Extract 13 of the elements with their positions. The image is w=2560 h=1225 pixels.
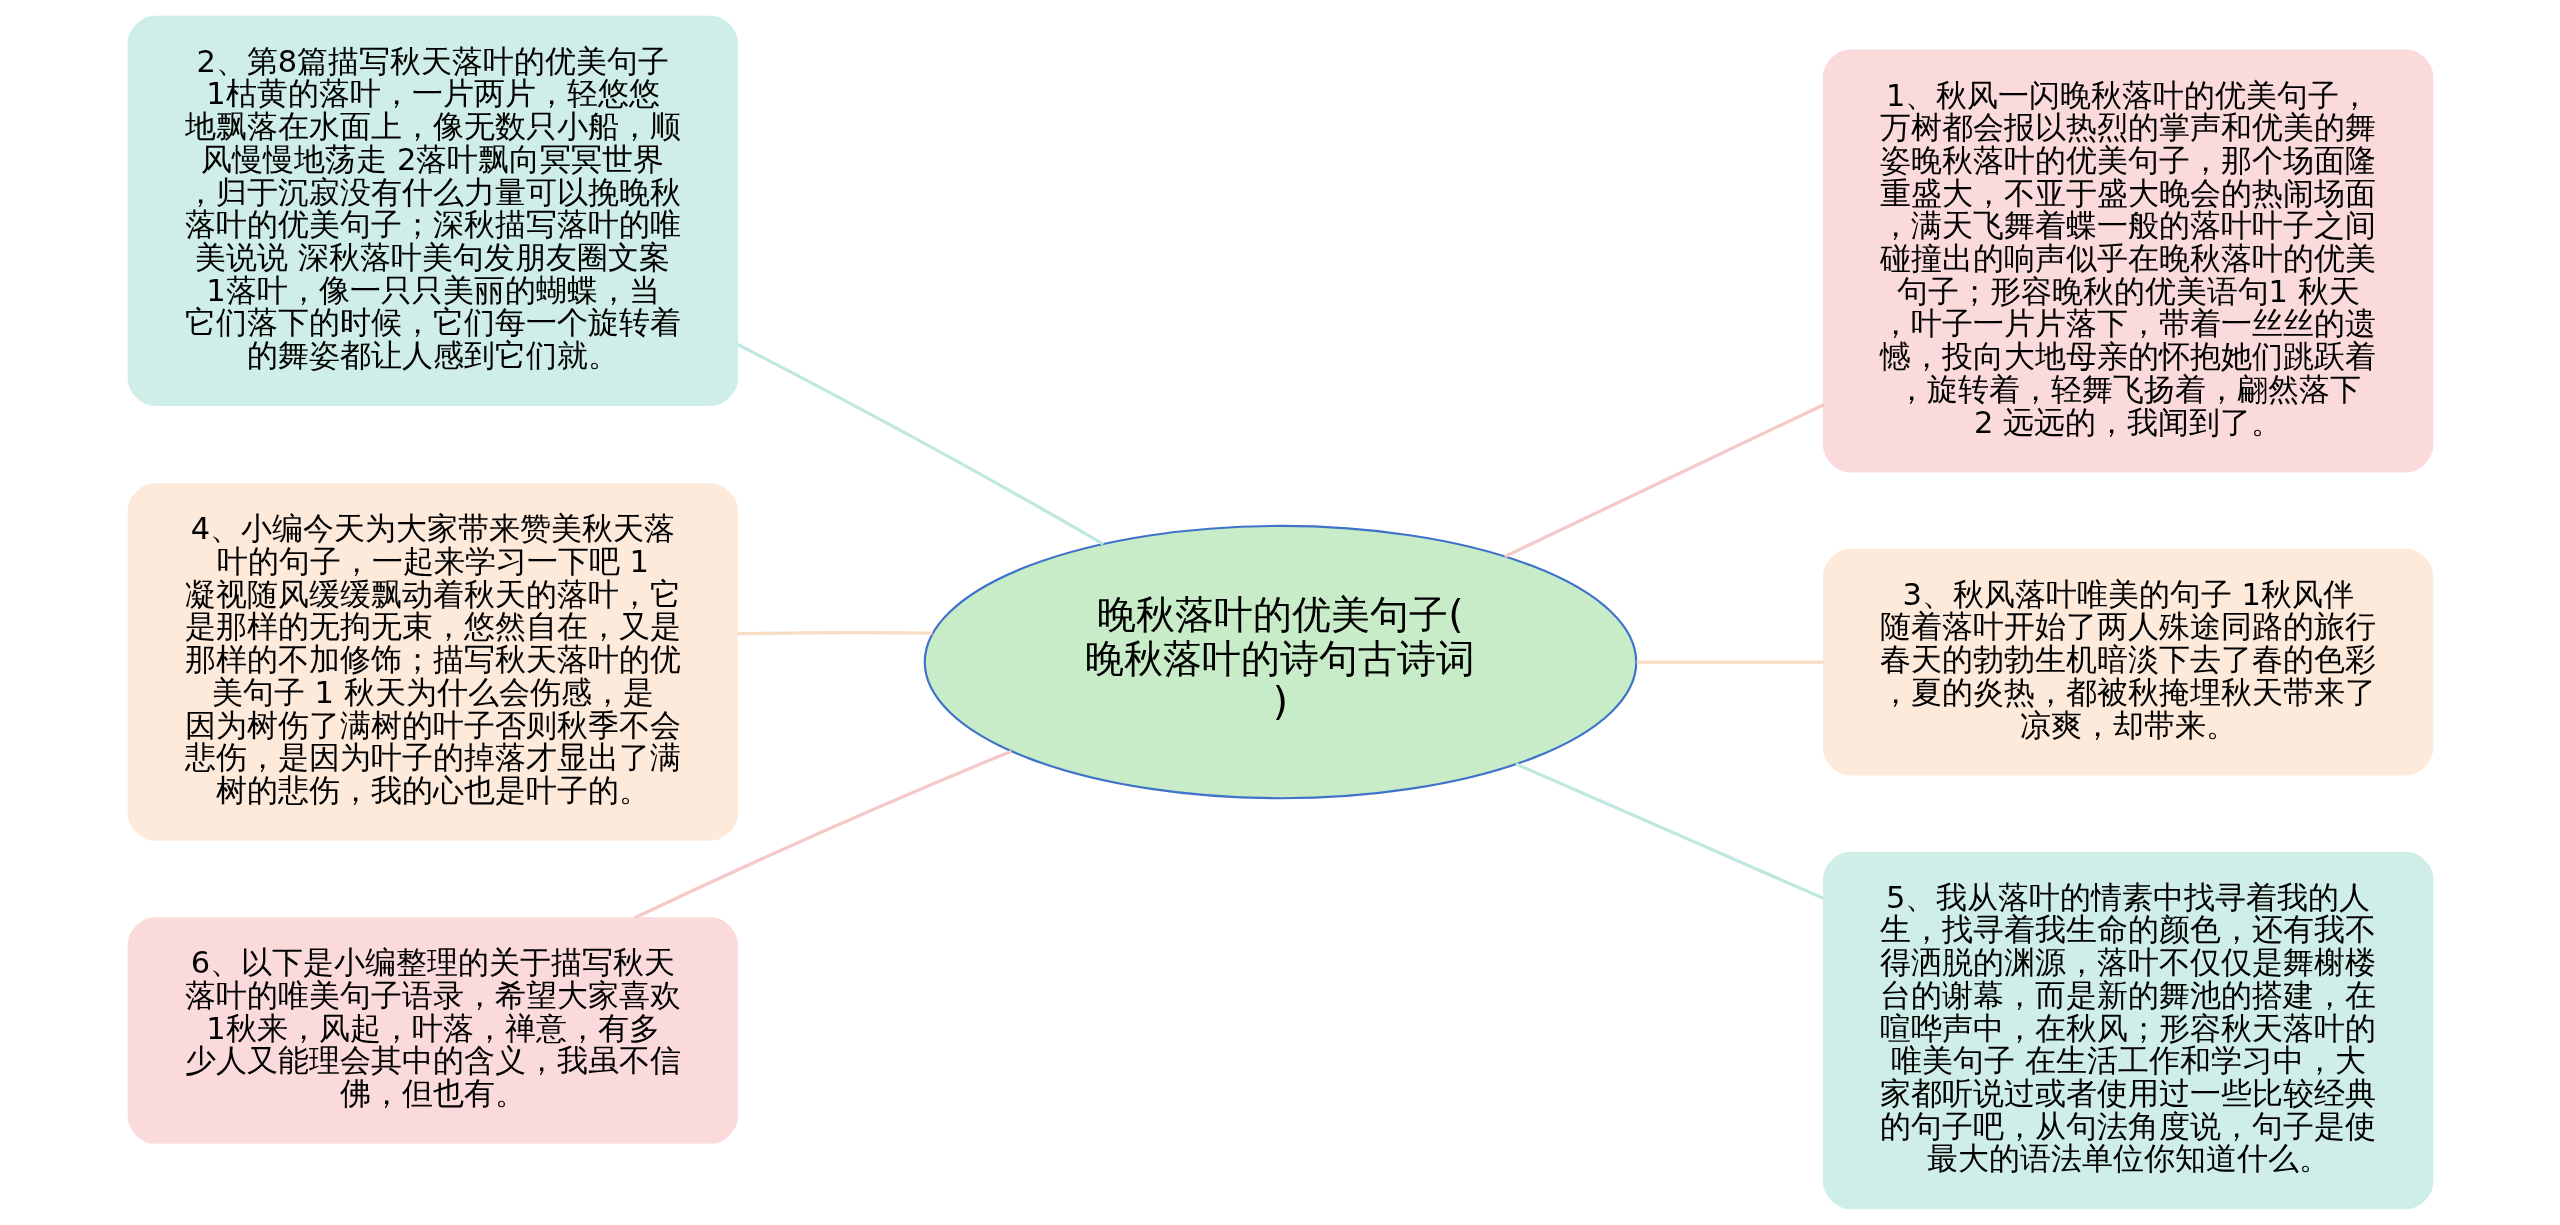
connector [736,631,932,636]
connector [1514,762,1824,900]
node-box: 3、秋风落叶唯美的句子 1秋风伴随着落叶开始了两人殊途同路的旅行春天的勃勃生机暗淡下去了春的色彩，夏的炎热，都被秋掩埋秋天带来了凉爽，却带来。 [1822,548,2433,776]
node-box: 6、以下是小编整理的关于描写秋天落叶的唯美句子语录，希望大家喜欢 1秋来，风起，叶落，禅意，有多少人又能理会其中的含义，我虽不信佛，但也有。 [127,917,738,1144]
connector [1636,660,1824,664]
node-box: 2、第8篇描写秋天落叶的优美句子 1枯黄的落叶，一片两片，轻悠悠地飘落在水面上，像无数只小船，顺风慢慢地荡走 2落叶飘向冥冥世界，归于沉寂没有什么力量可以挽晚秋落叶的优美句子；深秋描写落叶的唯美说说 深秋落叶美句发朋友圈文案 1落叶，像一只只美丽的蝴蝶，当它们落下的时候，它们每一个旋转着的舞姿都让人感到它们就。 [127,15,738,406]
node-box: 5、我从落叶的情素中找寻着我的人生，找寻着我生命的颜色，还有我不得洒脱的渊源，落叶不仅仅是舞榭楼台的谢幕，而是新的舞池的搭建，在喧哗声中，在秋风；形容秋天落叶的唯美句子 在生活工作和学习中，大家都听说过或者使用过一些比较经典的句子吧，从句法角度说，句子是使最大的语法单位你知道什么。 [1822,851,2433,1210]
node-box: 4、小编今天为大家带来赞美秋天落叶的句子，一起来学习一下吧 1 凝视随风缓缓飘动着秋天的落叶，它是那样的无拘无束，悠然自在，又是那样的不加修饰；描写秋天落叶的优美句子 1 秋天为什么会伤感，是因为树伤了满树的叶子否则秋季不会悲伤，是因为叶子的掉落才显出了满树的悲伤，我的心也是叶子的。 [127,483,738,841]
node-box: 1、秋风一闪晚秋落叶的优美句子，万树都会报以热烈的掌声和优美的舞姿晚秋落叶的优美句子，那个场面隆重盛大，不亚于盛大晚会的热闹场面，满天飞舞着蝶一般的落叶叶子之间碰撞出的响声似乎在晚秋落叶的优美句子；形容晚秋的优美语句1 秋天，叶子一片片落下，带着一丝丝的遗憾，投向大地母亲的怀抱她们跳跃着，旋转着，轻舞飞扬着，翩然落下 2 远远的，我闻到了。 [1822,49,2433,473]
connector [1503,403,1825,558]
connector [633,749,1012,920]
connector [735,342,1104,546]
node-ellipse: 晚秋落叶的优美句子(晚秋落叶的诗句古诗词) [923,524,1637,800]
